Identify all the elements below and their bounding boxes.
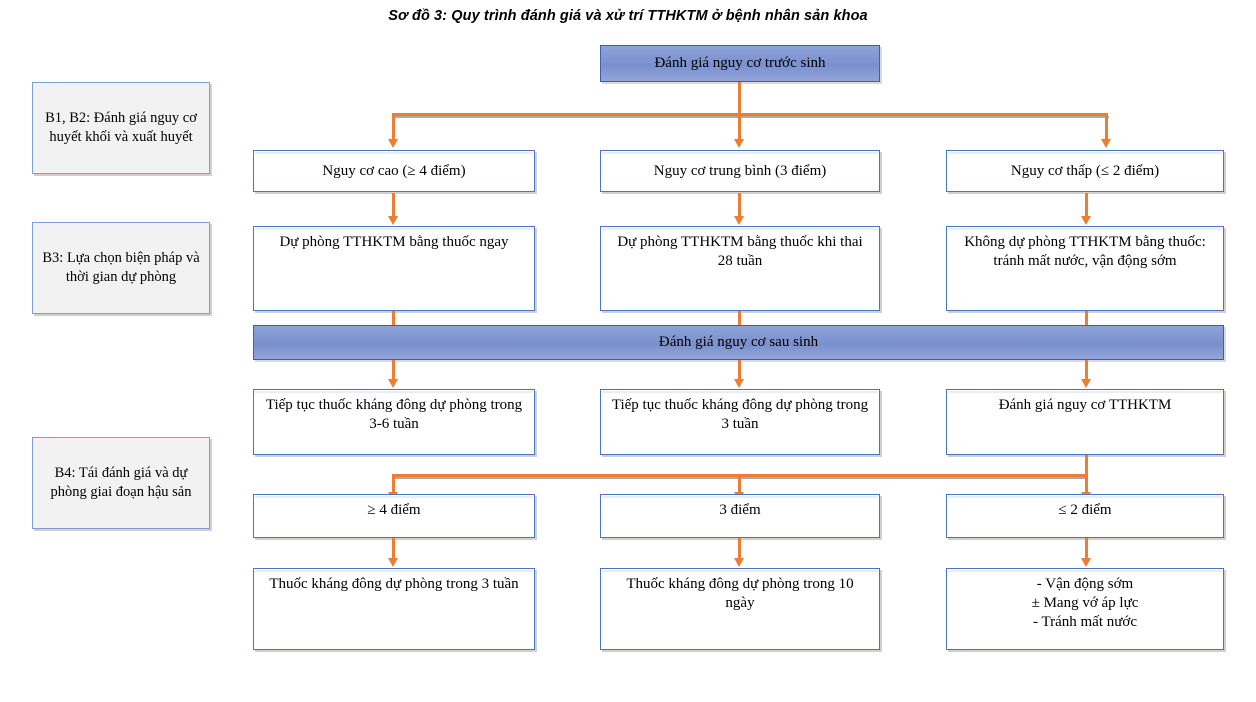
box-prophylaxis-high: Dự phòng TTHKTM bằng thuốc ngay bbox=[253, 226, 535, 311]
box-label: Dự phòng TTHKTM bằng thuốc khi thai 28 t… bbox=[617, 234, 863, 270]
connector-prophylaxis-mid-to-banner bbox=[738, 311, 741, 325]
box-score-ge4: ≥ 4 điểm bbox=[253, 494, 535, 538]
connector-score-left-down bbox=[392, 538, 395, 560]
box-label: Thuốc kháng đông dự phòng trong 10 ngày bbox=[626, 576, 854, 612]
connector-branch-right-drop bbox=[1085, 474, 1088, 494]
box-postpartum-continue-3w: Tiếp tục thuốc kháng đông dự phòng trong… bbox=[600, 389, 880, 455]
box-label: Nguy cơ cao (≥ 4 điểm) bbox=[322, 163, 466, 180]
arrow-head-to-medium-risk bbox=[734, 139, 744, 148]
connector-branch-mid-drop bbox=[738, 474, 741, 494]
arrow-head-postpartum-mid bbox=[734, 379, 744, 388]
box-risk-low: Nguy cơ thấp (≤ 2 điểm) bbox=[946, 150, 1224, 192]
connector-branch-left-drop bbox=[392, 474, 395, 494]
page-title: Sơ đồ 3: Quy trình đánh giá và xử trí TT… bbox=[388, 8, 868, 24]
box-label: Nguy cơ thấp (≤ 2 điểm) bbox=[1010, 163, 1160, 180]
connector-header-down bbox=[738, 82, 741, 114]
connector-high-to-prophylaxis bbox=[392, 193, 395, 218]
box-label: Nguy cơ trung bình (3 điểm) bbox=[653, 163, 827, 180]
box-label: 3 điểm bbox=[719, 502, 761, 518]
box-risk-medium: Nguy cơ trung bình (3 điểm) bbox=[600, 150, 880, 192]
box-label: Thuốc kháng đông dự phòng trong 3 tuần bbox=[269, 576, 519, 592]
box-label: Dự phòng TTHKTM bằng thuốc ngay bbox=[279, 234, 509, 250]
connector-banner-right-drop bbox=[1085, 360, 1088, 381]
box-label: ≤ 2 điểm bbox=[1058, 502, 1112, 518]
arrow-head-prophylaxis-left bbox=[388, 216, 398, 225]
box-risk-high: Nguy cơ cao (≥ 4 điểm) bbox=[253, 150, 535, 192]
box-treatment-3-weeks: Thuốc kháng đông dự phòng trong 3 tuần bbox=[253, 568, 535, 650]
box-postpartum-continue-3-6w: Tiếp tục thuốc kháng đông dự phòng trong… bbox=[253, 389, 535, 455]
connector-shadow-top bbox=[393, 116, 1109, 118]
arrow-head-treatment-right bbox=[1081, 558, 1091, 567]
connector-banner-left-drop bbox=[392, 360, 395, 381]
box-score-3: 3 điểm bbox=[600, 494, 880, 538]
connector-low-to-prophylaxis bbox=[1085, 193, 1088, 218]
arrow-head-postpartum-right bbox=[1081, 379, 1091, 388]
arrow-head-to-low-risk bbox=[1101, 139, 1111, 148]
box-treatment-10-days: Thuốc kháng đông dự phòng trong 10 ngày bbox=[600, 568, 880, 650]
sidebar-item-label: B1, B2: Đánh giá nguy cơ huyết khối và x… bbox=[45, 110, 197, 145]
sidebar-item-b3: B3: Lựa chọn biện pháp và thời gian dự p… bbox=[32, 222, 210, 314]
box-label: - Vận động sớm ± Mang vớ áp lực - Tránh … bbox=[1031, 576, 1139, 631]
sidebar-item-b4: B4: Tái đánh giá và dự phòng giai đoạn h… bbox=[32, 437, 210, 529]
connector-score-mid-down bbox=[738, 538, 741, 560]
connector-prophylaxis-right-to-banner bbox=[1085, 311, 1088, 325]
connector-header-right-drop bbox=[1105, 113, 1108, 141]
connector-banner-mid-drop bbox=[738, 360, 741, 381]
arrow-head-to-high-risk bbox=[388, 139, 398, 148]
box-score-le2: ≤ 2 điểm bbox=[946, 494, 1224, 538]
banner-label: Đánh giá nguy cơ sau sinh bbox=[658, 334, 819, 350]
connector-header-mid-drop bbox=[738, 113, 741, 141]
header-box-label: Đánh giá nguy cơ trước sinh bbox=[654, 55, 826, 71]
box-label: Không dự phòng TTHKTM bằng thuốc: tránh … bbox=[964, 234, 1206, 270]
header-box-antenatal-risk: Đánh giá nguy cơ trước sinh bbox=[600, 45, 880, 82]
arrow-head-treatment-left bbox=[388, 558, 398, 567]
connector-header-horizontal bbox=[392, 113, 1108, 116]
box-postpartum-reassess: Đánh giá nguy cơ TTHKTM bbox=[946, 389, 1224, 455]
connector-prophylaxis-left-to-banner bbox=[392, 311, 395, 325]
connector-reassess-down bbox=[1085, 455, 1088, 474]
sidebar-item-label: B3: Lựa chọn biện pháp và thời gian dự p… bbox=[42, 250, 200, 285]
box-treatment-nonpharm: - Vận động sớm ± Mang vớ áp lực - Tránh … bbox=[946, 568, 1224, 650]
sidebar-item-b1-b2: B1, B2: Đánh giá nguy cơ huyết khối và x… bbox=[32, 82, 210, 174]
arrow-head-prophylaxis-right bbox=[1081, 216, 1091, 225]
box-prophylaxis-medium: Dự phòng TTHKTM bằng thuốc khi thai 28 t… bbox=[600, 226, 880, 311]
banner-postnatal-risk: Đánh giá nguy cơ sau sinh bbox=[253, 325, 1224, 360]
arrow-head-prophylaxis-mid bbox=[734, 216, 744, 225]
connector-header-left-drop bbox=[392, 113, 395, 141]
arrow-head-postpartum-left bbox=[388, 379, 398, 388]
box-prophylaxis-low: Không dự phòng TTHKTM bằng thuốc: tránh … bbox=[946, 226, 1224, 311]
arrow-head-treatment-mid bbox=[734, 558, 744, 567]
box-label: ≥ 4 điểm bbox=[367, 502, 421, 518]
connector-score-right-down bbox=[1085, 538, 1088, 560]
box-label: Tiếp tục thuốc kháng đông dự phòng trong… bbox=[265, 397, 523, 433]
box-label: Đánh giá nguy cơ TTHKTM bbox=[998, 397, 1172, 413]
box-label: Tiếp tục thuốc kháng đông dự phòng trong… bbox=[611, 397, 869, 433]
connector-medium-to-prophylaxis bbox=[738, 193, 741, 218]
sidebar-item-label: B4: Tái đánh giá và dự phòng giai đoạn h… bbox=[50, 465, 192, 500]
